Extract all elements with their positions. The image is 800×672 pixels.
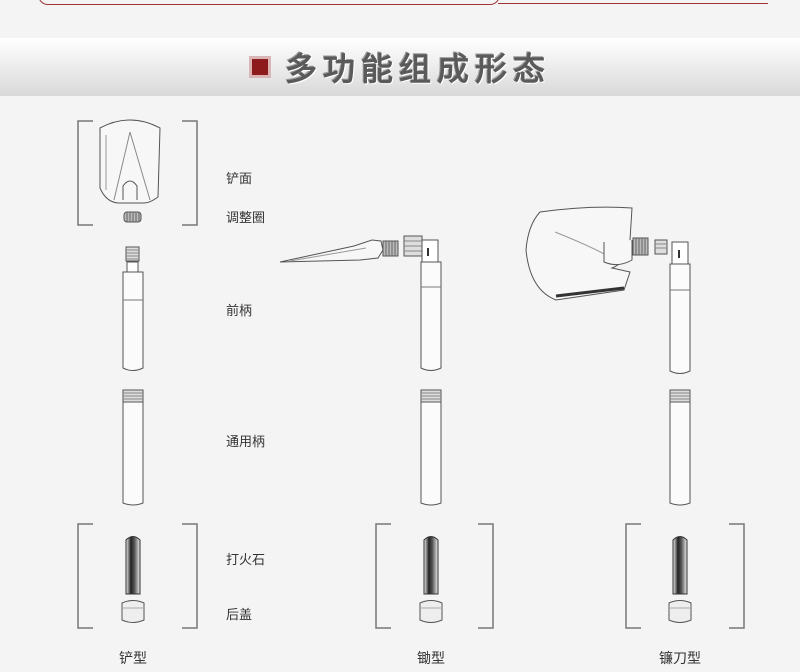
label-flint: 打火石 bbox=[226, 553, 266, 568]
front-handle bbox=[669, 263, 691, 374]
universal-handle bbox=[669, 401, 691, 506]
bracket-bottom bbox=[625, 523, 745, 629]
rear-cap bbox=[419, 600, 443, 623]
front-handle bbox=[420, 261, 442, 371]
diagram-area bbox=[0, 96, 800, 672]
label-adjust-ring: 调整圈 bbox=[226, 211, 266, 226]
universal-handle bbox=[122, 401, 144, 506]
title-bullet-icon bbox=[248, 56, 271, 78]
label-blade: 铲面 bbox=[226, 172, 253, 187]
label-shovel-config: 铲型 bbox=[119, 651, 147, 667]
hoe-config bbox=[279, 235, 494, 629]
label-front-handle: 前柄 bbox=[226, 304, 253, 319]
assembly-diagram bbox=[77, 119, 745, 629]
section-title: 多功能组成形态 bbox=[284, 50, 551, 88]
rear-cap bbox=[668, 600, 692, 623]
flint-rod bbox=[672, 536, 688, 595]
top-border-pill bbox=[38, 0, 500, 5]
label-sickle-config: 镰刀型 bbox=[659, 651, 701, 667]
bracket-bottom bbox=[77, 523, 198, 629]
label-universal-handle: 通用柄 bbox=[226, 435, 266, 450]
sickle-blade bbox=[525, 206, 633, 301]
pick-blade bbox=[279, 239, 384, 263]
flint-rod bbox=[125, 536, 141, 595]
flint-rod bbox=[423, 536, 439, 595]
front-handle bbox=[122, 271, 144, 371]
universal-handle bbox=[420, 401, 442, 506]
rear-cap bbox=[121, 600, 145, 623]
top-decoration bbox=[0, 0, 800, 14]
shovel-config bbox=[77, 119, 198, 629]
bracket-bottom bbox=[375, 523, 494, 629]
bracket-top bbox=[77, 120, 198, 226]
section-header: 多功能组成形态 bbox=[0, 38, 800, 96]
top-border-line bbox=[498, 3, 768, 4]
label-rear-cap: 后盖 bbox=[226, 608, 253, 623]
label-hoe-config: 锄型 bbox=[417, 651, 445, 667]
sickle-config bbox=[525, 206, 745, 629]
